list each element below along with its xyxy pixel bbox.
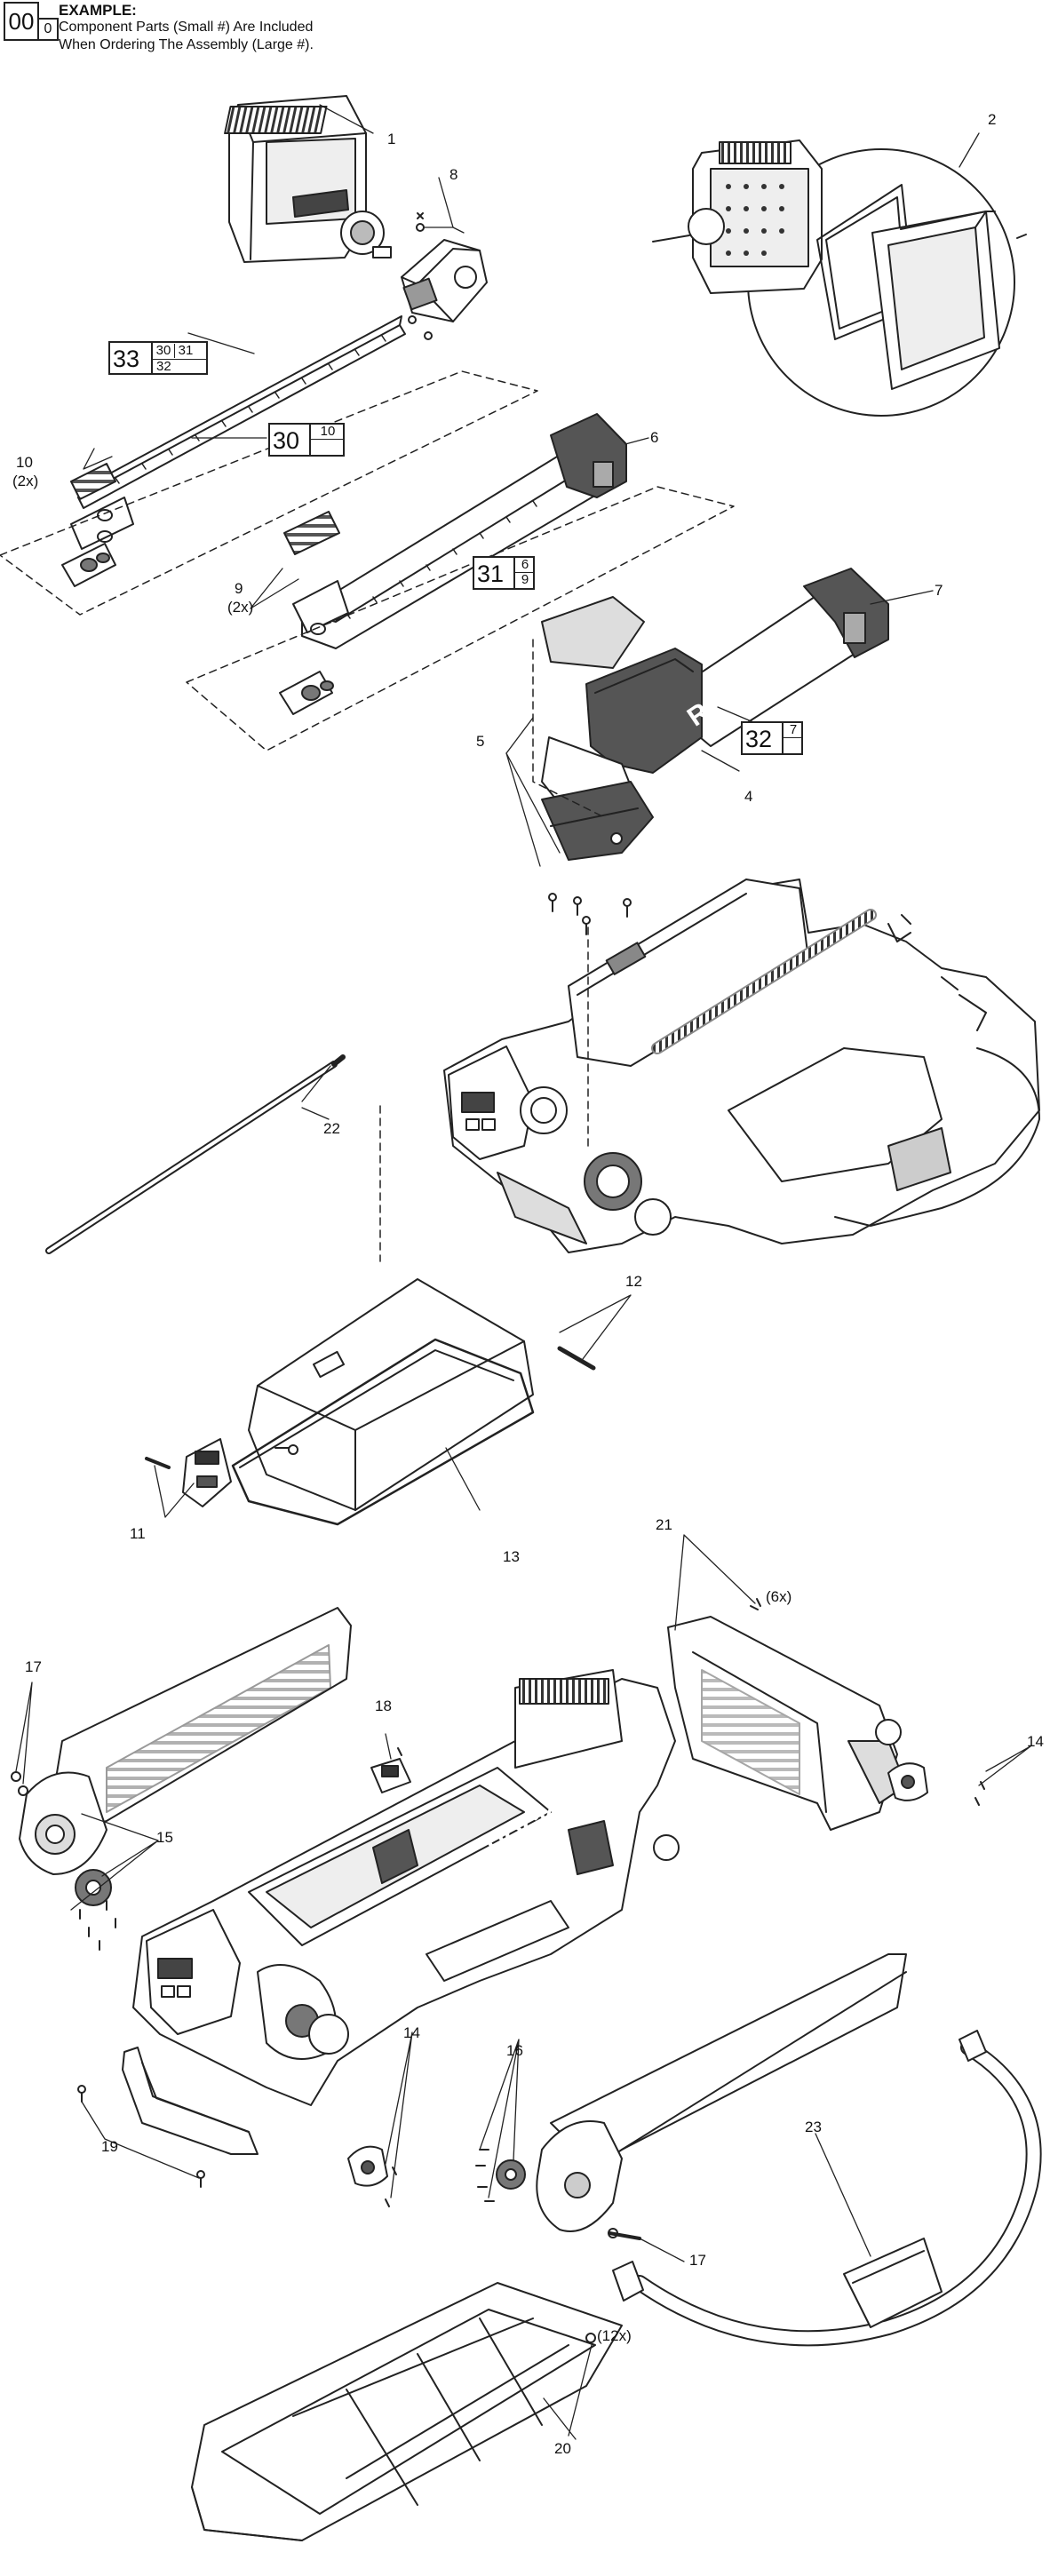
callout-14-upper: 14 [1027,1733,1044,1750]
callout-18: 18 [375,1697,392,1714]
example-small-number: 0 [37,18,59,41]
assembly-box-32: 32 7 [741,721,803,755]
assembly-sub: 10 [311,425,345,440]
bumper-part [77,2047,259,2188]
leader-lines [15,104,1031,2440]
assembly-sub: 31 [174,344,196,358]
strap-part [612,2030,1042,2347]
example-big-number: 00 [4,2,39,41]
assembly-sub: 7 [784,723,803,738]
example-line-1: Component Parts (Small #) Are Included [59,20,314,35]
callout-17-left: 17 [25,1658,42,1675]
callout-9: 9 [235,580,243,597]
rail-assembly-32 [541,568,889,935]
connector-part [401,212,488,340]
example-box: 00 0 [4,2,59,41]
callout-4: 4 [744,788,753,805]
callout-14-lower: 14 [403,2024,420,2041]
callout-2: 2 [988,111,997,128]
rear-bracket-part [667,1598,907,1831]
callout-7: 7 [935,582,943,599]
main-unit-top [443,879,1040,1253]
left-handle-part [11,1607,352,1951]
battery-cover-part [231,1278,596,1526]
assembly-guides [0,370,735,1262]
d-ring-upper-part [887,1762,985,1806]
assembly-number: 33 [113,346,140,372]
assembly-number: 31 [477,561,505,587]
right-handle-part [475,1953,907,2240]
callout-16: 16 [506,2042,523,2059]
quantity-21: (6x) [766,1588,792,1605]
callout-23: 23 [805,2119,822,2135]
assembly-sub: 9 [515,572,535,587]
quantity-20: (12x) [597,2327,632,2344]
rail-assembly-30 [61,315,406,587]
callout-11: 11 [130,1525,146,1542]
assembly-sub: 30 [155,343,171,358]
callout-20: 20 [554,2440,571,2457]
callout-21: 21 [656,1516,672,1533]
example-title: EXAMPLE: [59,2,137,19]
rail-assembly-31 [279,413,627,715]
clip-part [370,1747,411,1793]
quantity-10: (2x) [12,473,39,489]
callout-12: 12 [625,1273,642,1290]
callout-10: 10 [16,454,33,471]
bottom-tray-part [191,2282,623,2541]
light-head-part [224,95,392,263]
rod-part [45,1054,346,1254]
callout-19: 19 [101,2138,118,2155]
assembly-number: 30 [273,427,300,454]
quantity-9: (2x) [227,599,254,616]
assembly-sub: 32 [153,359,206,374]
callout-13: 13 [503,1548,520,1565]
callout-5: 5 [476,733,485,750]
callout-15: 15 [156,1829,173,1846]
callout-22: 22 [323,1120,340,1137]
assembly-sub: 6 [521,557,529,572]
d-ring-lower-part [347,2145,397,2207]
latch-part [145,1438,232,1507]
example-line-2: When Ordering The Assembly (Large #). [59,37,314,52]
callout-6: 6 [650,429,659,446]
callout-17-right: 17 [689,2252,706,2269]
main-unit-bottom [132,1669,680,2106]
assembly-number: 32 [745,726,773,752]
callout-8: 8 [449,166,458,183]
callout-1: 1 [387,131,396,147]
assembly-box-30: 30 10 [268,423,345,457]
assembly-box-31: 31 6 9 [473,556,535,590]
housing-detail-part [652,139,1027,417]
